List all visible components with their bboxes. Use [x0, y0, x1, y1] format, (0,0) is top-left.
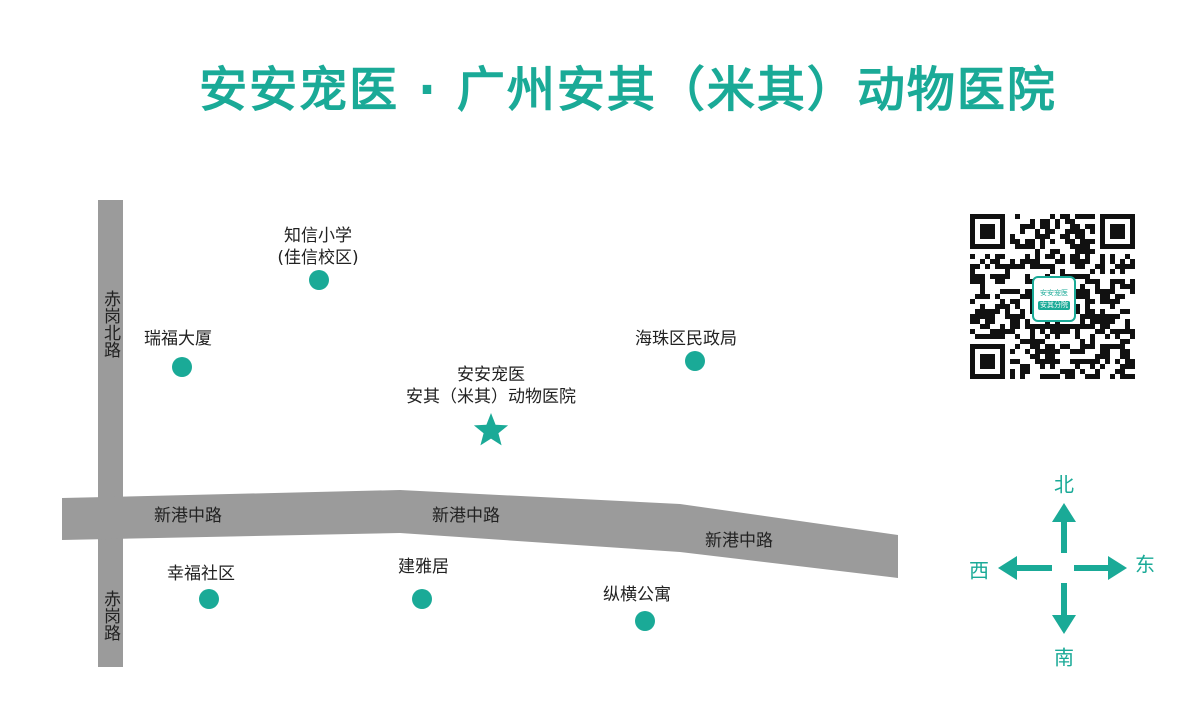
place-label-hospital-line2: 安其（米其）动物医院 [406, 387, 576, 407]
marker-haizhu[interactable] [685, 351, 705, 371]
compass-east-label: 东 [1135, 552, 1155, 577]
hospital-star-icon[interactable] [473, 413, 509, 446]
road-label-chigang: 赤岗路 [100, 590, 120, 641]
road-xingang [62, 490, 898, 578]
place-label-zhixin-line2: (佳信校区) [277, 248, 359, 268]
place-label-hospital-line1: 安安宠医 [457, 365, 525, 385]
place-label-hospital: 安安宠医 安其（米其）动物医院 [406, 364, 576, 408]
road-label-xingang-1: 新港中路 [154, 506, 222, 526]
qr-code-icon[interactable] [970, 214, 1135, 379]
compass-south-label: 南 [1054, 645, 1074, 670]
place-label-zhixin-line1: 知信小学 [283, 226, 352, 246]
place-label-xingfu: 幸福社区 [167, 564, 235, 584]
marker-jianya[interactable] [412, 589, 432, 609]
compass-west-label: 西 [969, 558, 989, 583]
compass-north-label: 北 [1054, 472, 1074, 497]
road-label-xingang-2: 新港中路 [432, 506, 500, 526]
marker-xingfu[interactable] [199, 589, 219, 609]
road-chigang [98, 200, 123, 667]
road-label-chigang-bei: 赤岗北路 [100, 290, 120, 358]
marker-ruifu[interactable] [172, 357, 192, 377]
page-title: 安安宠医 · 广州安其（米其）动物医院 [199, 62, 1057, 118]
place-label-jianya: 建雅居 [398, 557, 449, 577]
marker-zongheng[interactable] [635, 611, 655, 631]
qr-badge-top-text: 安安宠医 [1040, 288, 1068, 297]
place-label-zongheng: 纵横公寓 [603, 585, 671, 605]
qr-badge-bottom-text: 安其分院 [1038, 300, 1070, 310]
place-label-ruifu: 瑞福大厦 [144, 329, 212, 349]
qr-logo-badge: 安安宠医 安其分院 [1032, 276, 1076, 322]
road-label-xingang-3: 新港中路 [705, 531, 773, 551]
marker-zhixin[interactable] [309, 270, 329, 290]
place-label-zhixin: 知信小学 (佳信校区) [277, 225, 358, 269]
place-label-haizhu: 海珠区民政局 [635, 329, 737, 349]
compass-arrows-icon [998, 503, 1127, 634]
